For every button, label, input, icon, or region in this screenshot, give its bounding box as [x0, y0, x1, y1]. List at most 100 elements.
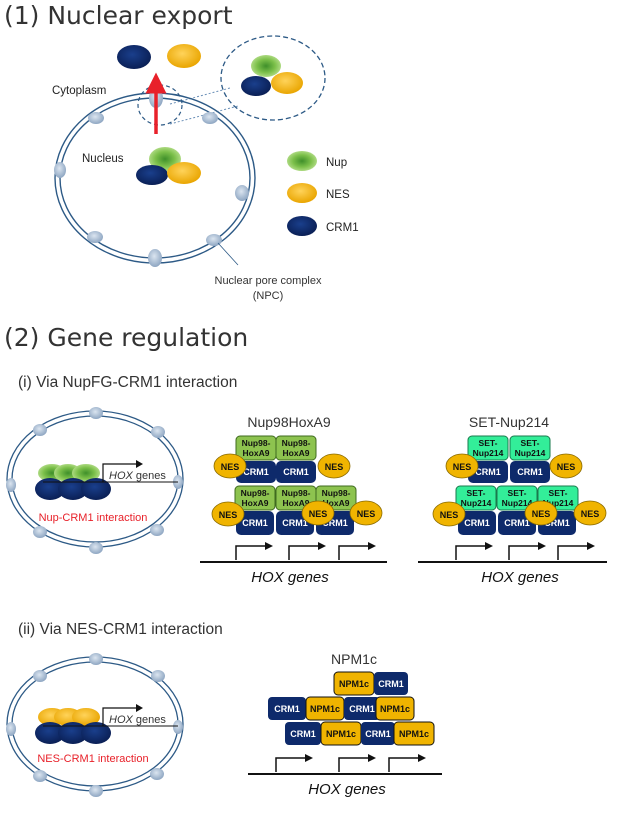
svg-text:NES: NES	[325, 462, 344, 472]
svg-text:SET-: SET-	[549, 488, 568, 498]
svg-text:CRM1: CRM1	[274, 704, 300, 714]
svg-text:Nup214: Nup214	[461, 498, 492, 508]
svg-text:Nup214: Nup214	[515, 448, 546, 458]
nup98-fusion-top-2: Nup98- HoxA9	[275, 435, 317, 461]
crm1-exported	[117, 45, 151, 69]
nup98-hox-genes-label: HOX genes	[251, 569, 329, 586]
svg-text:NPM1c: NPM1c	[310, 704, 340, 714]
svg-text:CRM1: CRM1	[464, 518, 490, 528]
nup-crm1-interaction-label: Nup-CRM1 interaction	[39, 512, 148, 524]
svg-text:HoxA9: HoxA9	[243, 448, 270, 458]
nup98-fusion-bottom-1: Nup98- HoxA9	[234, 485, 276, 511]
nup98-fusion-bottom-2: Nup98- HoxA9	[275, 485, 317, 511]
nup98-nes-bottom-left: NES	[211, 501, 245, 527]
svg-text:CRM1: CRM1	[242, 518, 268, 528]
set-gene-track	[418, 542, 607, 563]
svg-text:HoxA9: HoxA9	[242, 498, 269, 508]
npm-row2-npm-a: NPM1c	[305, 696, 345, 721]
nup98-gene-track	[200, 542, 387, 563]
svg-text:HoxA9: HoxA9	[283, 498, 310, 508]
legend-nes-swatch	[287, 183, 317, 203]
svg-text:NES: NES	[440, 510, 459, 520]
subsection-ii-title: (ii) Via NES-CRM1 interaction	[18, 621, 223, 638]
svg-text:HoxA9: HoxA9	[323, 498, 350, 508]
legend: Nup NES CRM1	[287, 151, 359, 236]
svg-text:NPM1c: NPM1c	[326, 729, 356, 739]
svg-text:Nup214: Nup214	[473, 448, 504, 458]
nup98-complex: Nup98- HoxA9 Nup98- HoxA9 CRM1 CRM1 NES …	[211, 435, 383, 535]
svg-text:NES: NES	[581, 509, 600, 519]
svg-text:CRM1: CRM1	[243, 467, 269, 477]
nup98-crm1-top-2: CRM1	[276, 461, 316, 483]
set-nes-bottom-left: NES	[432, 501, 466, 527]
set-fusion-bottom-2: SET- Nup214	[496, 485, 538, 511]
section2-title: (2) Gene regulation	[4, 323, 248, 352]
npm-hox-genes-label: HOX genes	[308, 781, 386, 798]
legend-crm1-label: CRM1	[326, 222, 359, 234]
npm-complex: NPM1c CRM1 CRM1 NPM1c CRM1 NPM1c CRM1	[268, 671, 435, 746]
svg-text:NES: NES	[453, 462, 472, 472]
svg-text:NPM1c: NPM1c	[339, 679, 369, 689]
svg-text:CRM1: CRM1	[349, 704, 375, 714]
crm1-nucleus	[136, 165, 168, 185]
svg-text:CRM1: CRM1	[322, 518, 348, 528]
svg-text:CRM1: CRM1	[517, 467, 543, 477]
svg-text:Nup214: Nup214	[543, 498, 574, 508]
svg-text:NPM1c: NPM1c	[399, 729, 429, 739]
set-fusion-top-2: SET- Nup214	[509, 435, 551, 461]
nucleus-label: Nucleus	[82, 153, 124, 165]
svg-text:Nup98-: Nup98-	[322, 488, 351, 498]
set-title: SET-Nup214	[469, 414, 549, 430]
nes-nucleus	[167, 162, 201, 184]
svg-text:Nup98-: Nup98-	[282, 488, 311, 498]
nucleus-ii-pores	[6, 653, 183, 797]
npm-title: NPM1c	[331, 651, 377, 667]
svg-text:NES: NES	[557, 462, 576, 472]
svg-text:NES: NES	[219, 510, 238, 520]
nes-zoom	[271, 72, 303, 94]
svg-text:SET-: SET-	[521, 438, 540, 448]
svg-text:CRM1: CRM1	[544, 518, 570, 528]
svg-text:CRM1: CRM1	[283, 467, 309, 477]
svg-text:NES: NES	[532, 509, 551, 519]
hox-genes-label-i: HOX genes	[109, 470, 166, 482]
set-nes-top-right: NES	[549, 453, 583, 479]
nup98-nes-bottom-mid: NES	[301, 500, 335, 526]
nup-crm1-cluster	[35, 464, 111, 500]
nes-crm1-cluster	[35, 708, 111, 744]
hox-arrow-i	[102, 463, 137, 482]
legend-crm1-swatch	[287, 216, 317, 236]
cytoplasm-label: Cytoplasm	[52, 85, 106, 97]
set-crm1-top-2: CRM1	[510, 461, 550, 483]
set-nes-bottom-mid: NES	[524, 500, 558, 526]
npm-gene-track	[248, 754, 442, 775]
svg-text:SET-: SET-	[508, 488, 527, 498]
set-nes-top-left: NES	[445, 453, 479, 479]
svg-text:Nup98-: Nup98-	[242, 438, 271, 448]
npm-row3-crm1-a: CRM1	[285, 722, 321, 745]
svg-text:NES: NES	[309, 509, 328, 519]
nup98-fusion-top-1: Nup98- HoxA9	[235, 435, 277, 461]
svg-text:NES: NES	[221, 462, 240, 472]
hox-arrowhead-i	[136, 460, 143, 468]
npm-row2-crm1-a: CRM1	[268, 697, 306, 720]
npm-row1-crm1: CRM1	[374, 672, 408, 695]
subsection-i-title: (i) Via NupFG-CRM1 interaction	[18, 374, 237, 391]
npc-pointer	[217, 242, 239, 266]
svg-text:CRM1: CRM1	[378, 679, 404, 689]
zoom-circle	[220, 35, 326, 121]
svg-text:CRM1: CRM1	[282, 518, 308, 528]
set-fusion-bottom-1: SET- Nup214	[455, 485, 497, 511]
nup98-nes-top-right: NES	[317, 453, 351, 479]
svg-text:SET-: SET-	[479, 438, 498, 448]
nes-exported	[167, 44, 201, 68]
legend-nup-swatch	[287, 151, 317, 171]
npc-label-line1: Nuclear pore complex	[215, 275, 322, 287]
svg-text:Nup98-: Nup98-	[241, 488, 270, 498]
nup98-nes-top-left: NES	[213, 453, 247, 479]
set-fusion-top-1: SET- Nup214	[467, 435, 509, 461]
nup98-nes-bottom-right: NES	[349, 500, 383, 526]
legend-nes-label: NES	[326, 189, 350, 201]
npm-row3-npm-a: NPM1c	[320, 721, 362, 746]
svg-text:HoxA9: HoxA9	[283, 448, 310, 458]
